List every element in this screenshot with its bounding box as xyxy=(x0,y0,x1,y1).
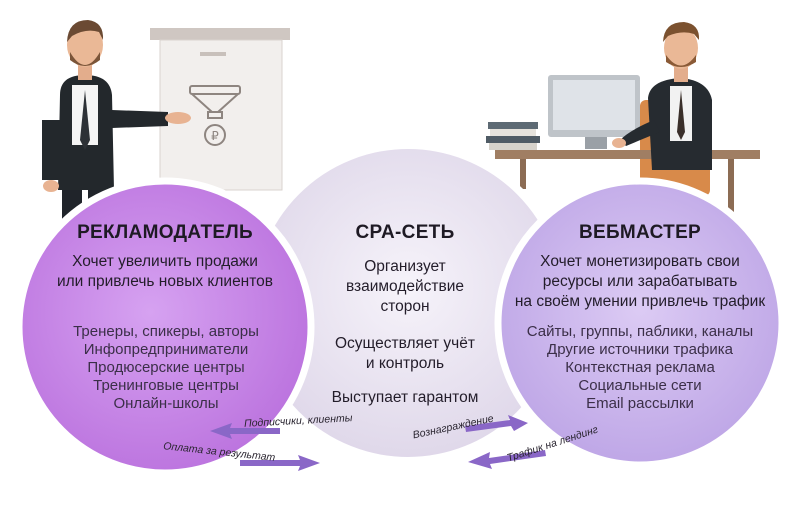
arrow-subscribers xyxy=(210,423,280,439)
advertiser-circle xyxy=(15,177,315,477)
funnel-icon xyxy=(189,85,241,119)
list-item: Социальные сети xyxy=(578,377,702,394)
advertiser-title: РЕКЛАМОДАТЕЛЬ xyxy=(77,222,253,243)
network-function-1: Организует взаимодействие сторон xyxy=(345,258,465,315)
advertiser-person xyxy=(42,20,191,220)
list-item: Тренинговые центры xyxy=(93,377,239,394)
list-item: Онлайн-школы xyxy=(113,395,219,412)
advertiser-list: Тренеры, спикеры, авторы Инфопредпринима… xyxy=(50,323,282,413)
webmaster-title: ВЕБМАСТЕР xyxy=(578,222,702,243)
network-title: CPA-СЕТЬ xyxy=(355,222,455,243)
webmaster-list: Сайты, группы, паблики, каналы Другие ис… xyxy=(512,323,768,413)
list-item: Инфопредприниматели xyxy=(83,341,249,358)
coin-icon: ₽ xyxy=(204,124,226,146)
list-item: Сайты, группы, паблики, каналы xyxy=(526,323,754,340)
network-function-2: Осуществляет учёт и контроль xyxy=(335,335,475,372)
webmaster-circle xyxy=(494,177,786,469)
network-function-3: Выступает гарантом xyxy=(331,389,479,406)
svg-text:₽: ₽ xyxy=(211,129,219,143)
advertiser-goal: Хочет увеличить продажи или привлечь нов… xyxy=(56,253,274,290)
list-item: Другие источники трафика xyxy=(547,341,733,358)
arrow-traffic xyxy=(468,450,546,469)
webmaster-person xyxy=(612,22,712,170)
list-item: Email рассылки xyxy=(586,395,694,412)
list-item: Контекстная реклама xyxy=(565,359,715,376)
arrow-payment xyxy=(240,455,320,471)
arrow-reward xyxy=(465,415,528,432)
list-item: Продюсерские центры xyxy=(87,359,245,376)
list-item: Тренеры, спикеры, авторы xyxy=(73,323,259,340)
webmaster-goal: Хочет монетизировать свои ресурсы или за… xyxy=(514,253,766,310)
